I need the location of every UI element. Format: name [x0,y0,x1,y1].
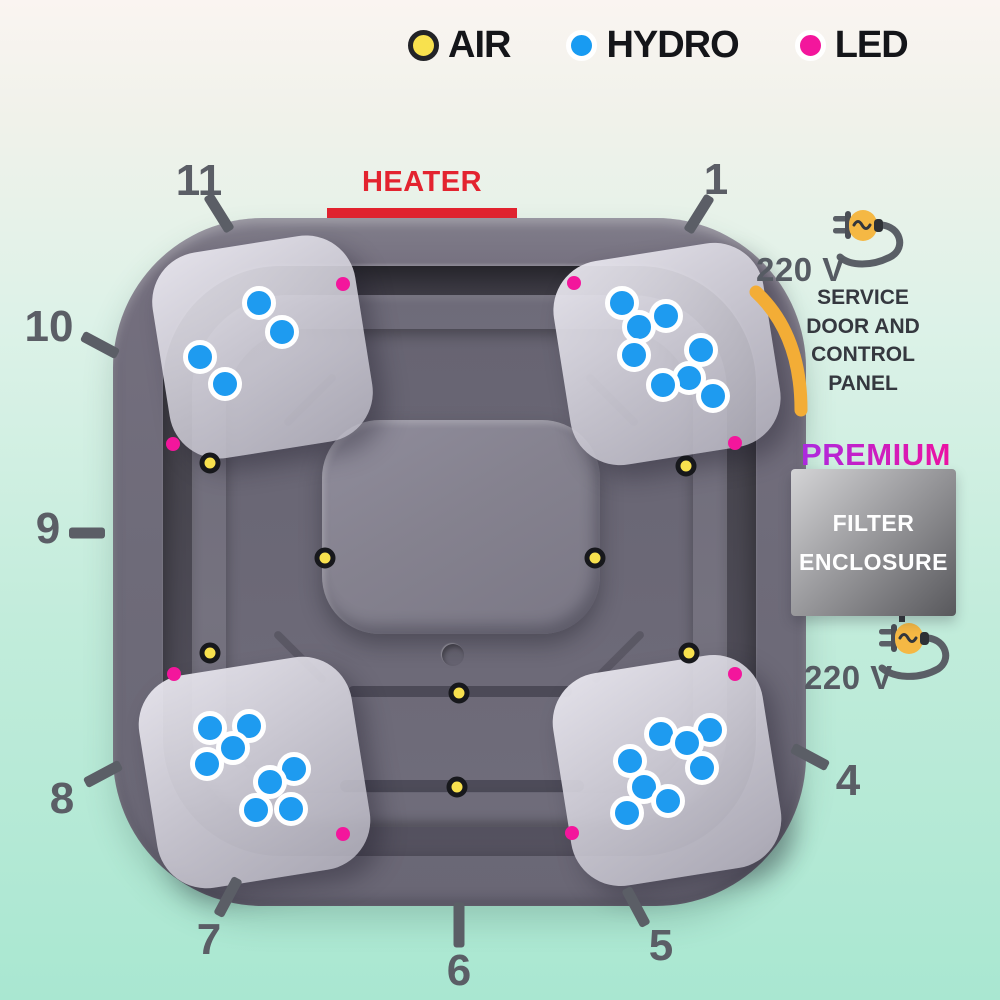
clock-number-9: 9 [35,504,61,553]
led-legend-dot-icon [794,30,826,61]
air-jet-dot [448,682,470,704]
service-door-label: SERVICE DOOR AND CONTROL PANEL [790,284,936,398]
air-jet-dot [675,455,697,477]
hydro-jet-dot [610,796,644,830]
hydro-jet-dot [646,368,680,402]
power-label-bottom: 220 V [804,659,893,696]
plug-cap [874,219,883,232]
cord-line [836,221,904,268]
plug-prong [833,216,848,222]
power-label-top: 220 V [756,251,845,288]
hydro-jet-dot [685,751,719,785]
legend-label: HYDRO [606,24,739,66]
plug-faceplate [845,211,851,239]
air-jet-dot [584,547,606,569]
air-jet-dot [446,776,468,798]
clock-number-10: 10 [24,302,74,351]
clock-number-5: 5 [648,921,674,970]
hydro-legend-dot-icon [566,30,598,61]
led-dot [567,276,581,290]
heater-bar [327,208,517,221]
legend-label: AIR [448,24,511,66]
plug-prong [879,641,894,647]
service-door-line: CONTROL [811,343,915,366]
hydro-jet-dot [696,379,730,413]
legend: AIR HYDRO LED [408,24,909,67]
air-jet-dot [199,642,221,664]
hydro-jet-dot [651,784,685,818]
seat-3 [131,649,377,895]
service-door-line: PANEL [828,371,898,395]
plug-squiggle [852,220,872,230]
plug-squiggle [898,633,918,643]
clock-tick-9 [69,527,105,539]
seat-1 [144,228,380,466]
drain [442,644,464,666]
filter-enclosure-box: FILTER ENCLOSURE [791,469,956,616]
plug-cap [920,632,929,645]
clock-number-8: 8 [49,774,75,823]
premium-label: PREMIUM [795,437,957,473]
air-legend-dot-icon [408,30,439,61]
hydro-jet-dot [193,711,227,745]
led-dot [565,826,579,840]
led-dot [728,436,742,450]
hydro-jet-dot [274,792,308,826]
clock-tick-6 [453,902,465,948]
clock-number-4: 4 [835,756,861,805]
air-jet-dot [314,547,336,569]
plug-faceplate [891,624,897,652]
hydro-jet-dot [208,367,242,401]
heater-label: HEATER [361,166,483,198]
service-door-line: SERVICE [817,286,909,309]
legend-label: LED [834,24,909,66]
hydro-jet-dot [617,338,651,372]
hydro-jet-dot [253,765,287,799]
service-door-line: DOOR AND [806,314,920,338]
hydro-jet-dot [190,747,224,781]
plug-body [895,623,923,654]
clock-number-6: 6 [446,946,472,995]
hydro-jet-dot [242,286,276,320]
led-dot [166,437,180,451]
filter-enclosure-line: FILTER [832,509,915,536]
plug-prong [879,629,894,635]
plug-body [849,210,877,241]
legend-item-led: LED [794,24,909,67]
led-dot [336,827,350,841]
clock-number-7: 7 [196,915,222,964]
air-jet-dot [199,452,221,474]
air-jet-dot [678,642,700,664]
hydro-jet-dot [605,286,639,320]
hydro-jet-dot [239,793,273,827]
hydro-jet-dot [183,340,217,374]
hydro-jet-dot [265,315,299,349]
legend-item-hydro: HYDRO [566,24,740,67]
center-platform [322,420,600,634]
led-dot [728,667,742,681]
legend-item-air: AIR [408,24,511,67]
led-dot [336,277,350,291]
seat-4 [545,647,789,893]
led-dot [167,667,181,681]
filter-enclosure-line: ENCLOSURE [799,548,948,575]
seat-2 [546,235,788,473]
plug-prong [833,228,848,234]
